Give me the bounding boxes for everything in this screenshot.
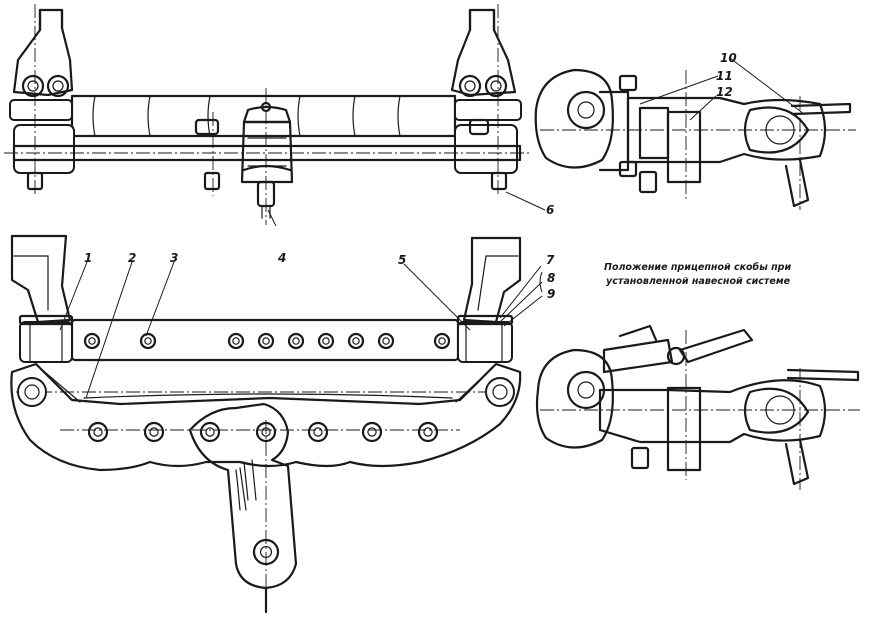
drawbar-hole <box>255 421 277 443</box>
callout-12: 12 <box>716 85 733 99</box>
callout-3: 3 <box>170 251 178 265</box>
tube-hole <box>227 332 245 350</box>
drawbar-hole <box>361 421 383 443</box>
callout-7: 7 <box>546 253 555 267</box>
drawbar-hole <box>417 421 439 443</box>
front-view <box>10 234 522 614</box>
note-line-1: Положение прицепной скобы при <box>604 262 791 273</box>
drawbar-hole-inner <box>367 427 377 437</box>
callout-4: 4 <box>277 251 286 265</box>
tube-hole-inner <box>322 337 330 345</box>
tube-hole <box>433 332 451 350</box>
tube-hole-inner <box>232 337 240 345</box>
tube-hole-inner <box>262 337 270 345</box>
hole-row-drawbar <box>87 421 439 566</box>
leader-lines <box>59 57 805 399</box>
drawbar-hole-inner <box>205 427 215 437</box>
drawbar-hole <box>199 421 221 443</box>
tube-hole <box>257 332 275 350</box>
position-note: Положение прицепной скобы при установлен… <box>604 262 791 287</box>
tube-hole <box>287 332 305 350</box>
callout-10: 10 <box>720 51 737 65</box>
callout-5: 5 <box>398 253 406 267</box>
drawbar-hole-inner <box>423 427 433 437</box>
tube-hole <box>347 332 365 350</box>
tube-hole-inner <box>292 337 300 345</box>
drawbar-hole-inner <box>149 427 159 437</box>
drawbar-hole <box>87 421 109 443</box>
drawbar-hole-inner <box>313 427 323 437</box>
tube-hole <box>317 332 335 350</box>
tube-hole <box>377 332 395 350</box>
tube-hole-inner <box>438 337 446 345</box>
callout-6: 6 <box>546 203 554 217</box>
callout-11: 11 <box>716 69 733 83</box>
callout-1: 1 <box>84 251 92 265</box>
drawbar-hole <box>307 421 329 443</box>
callout-brace <box>539 271 543 293</box>
callout-2: 2 <box>128 251 136 265</box>
top-view <box>4 4 530 225</box>
drawbar-hole-inner <box>93 427 103 437</box>
side-view-bottom <box>535 324 860 490</box>
callout-9: 9 <box>547 287 555 301</box>
tube-hole <box>83 332 101 350</box>
plate-hole <box>252 538 280 566</box>
tube-hole <box>139 332 157 350</box>
tube-hole-inner <box>352 337 360 345</box>
drawbar-hole-inner <box>261 427 271 437</box>
plate-hole-inner <box>259 545 273 559</box>
tube-hole-inner <box>144 337 152 345</box>
side-view-top <box>534 68 856 210</box>
callout-8: 8 <box>547 271 555 285</box>
note-line-2: установленной навесной системе <box>606 276 791 287</box>
drawbar-hole <box>143 421 165 443</box>
tube-hole-inner <box>88 337 96 345</box>
hole-row-tube <box>83 332 451 350</box>
callout-labels: 1 2 3 4 5 6 7 8 9 10 11 12 <box>84 51 737 301</box>
tube-hole-inner <box>382 337 390 345</box>
